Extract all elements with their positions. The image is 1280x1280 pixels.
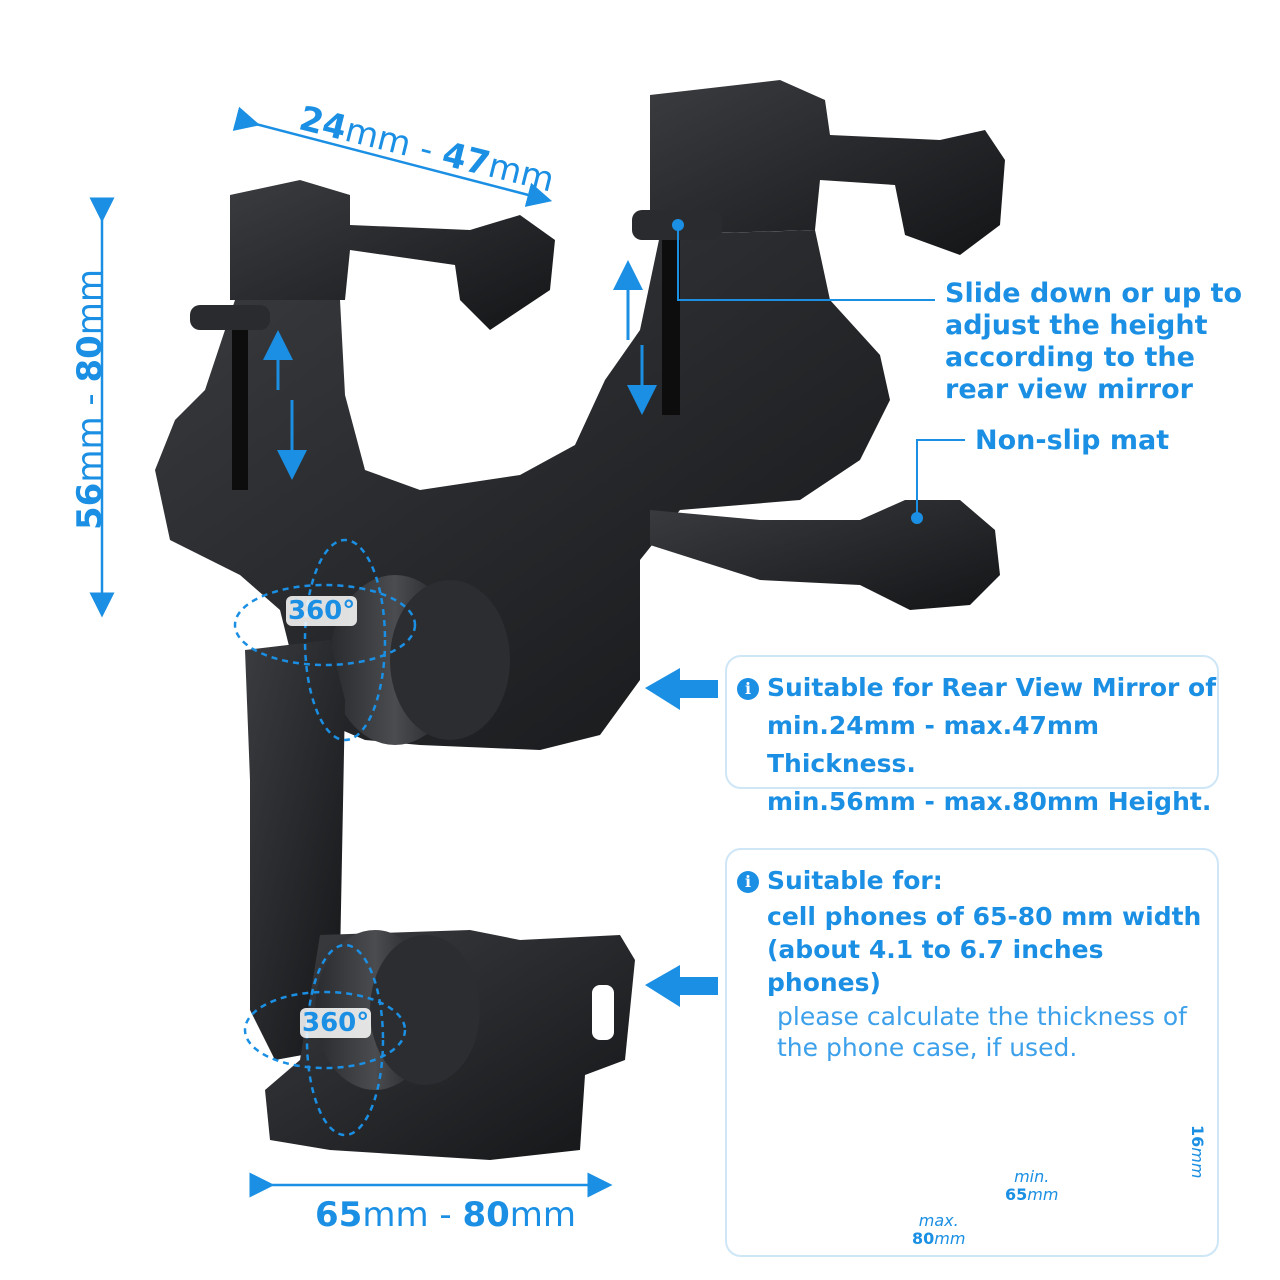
phone-info-note2: the phone case, if used. [777,1033,1078,1062]
info-icon: i [737,871,759,893]
non-slip-mat-arm [650,500,1000,610]
height-min: 56 [70,482,110,530]
rotation-indicators [233,538,417,1137]
top-clip-right [650,80,1005,255]
rotation-label-upper: 360° [286,596,358,626]
top-clip-left [230,180,555,330]
mirror-info-line3: min.56mm - max.80mm Height. [767,787,1212,816]
phone-info-note1: please calculate the thickness of [777,1002,1187,1031]
slide-callout: Slide down or up to adjust the height ac… [945,278,1243,405]
pointer-arrow-mirror [645,668,718,710]
clamp-max-label: max. 80mm [912,1211,966,1248]
phone-info-line3: (about 4.1 to 6.7 inches phones) [767,935,1104,997]
rotation-label-lower: 360° [300,1008,372,1038]
phone-info-line2: cell phones of 65-80 mm width [767,902,1202,931]
height-max: 80 [70,335,110,383]
clamp-min-label: min. 65mm [1005,1167,1059,1204]
info-icon: i [737,678,759,700]
width-dimension: 65mm - 80mm [315,1195,577,1235]
mirror-info-line2: min.24mm - max.47mm Thickness. [767,711,1100,778]
width-min: 65 [315,1195,363,1235]
height-dimension: 56mm - 80mm [70,268,110,530]
clamp-depth-label: 16mm [1188,1125,1207,1179]
non-slip-callout: Non-slip mat [975,425,1170,456]
pointer-arrow-phone [645,965,718,1007]
width-max: 80 [462,1195,510,1235]
